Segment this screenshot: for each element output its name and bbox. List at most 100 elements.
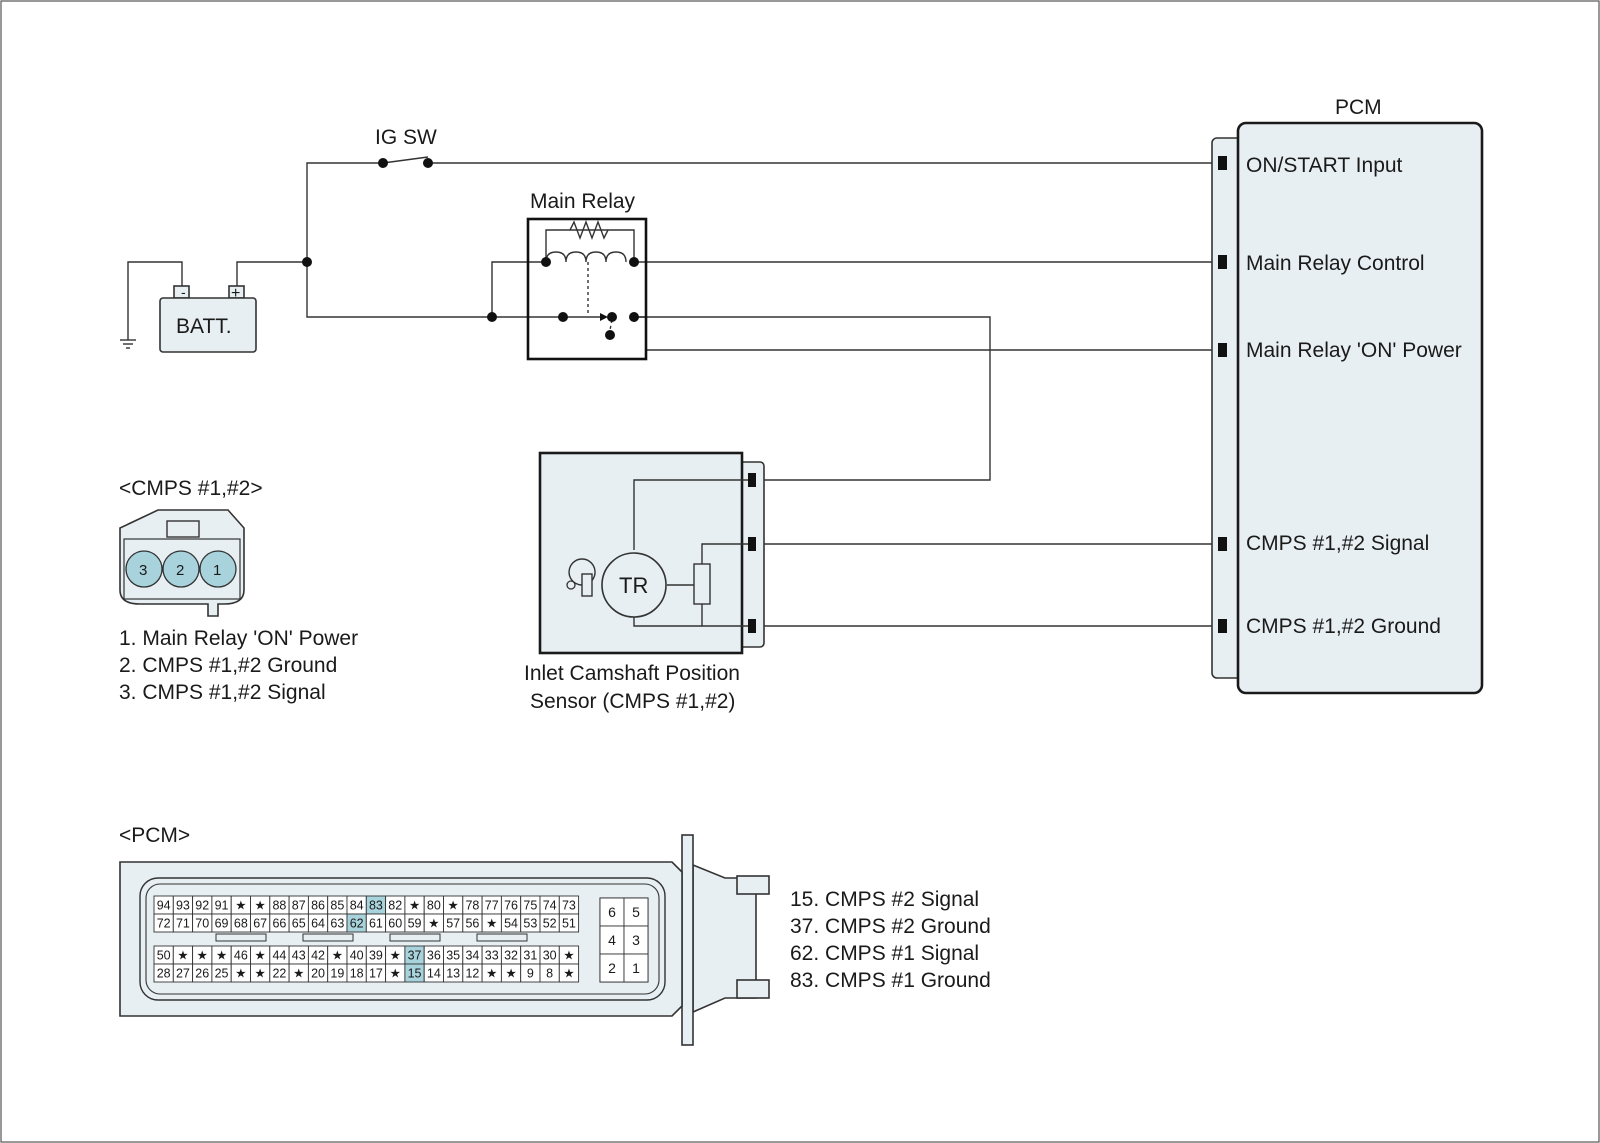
- ig-switch-label: IG SW: [375, 126, 437, 149]
- pcm-terminal: [1218, 156, 1227, 170]
- pcm-pin-number: 22: [272, 967, 286, 981]
- pcm-connector-key: [476, 933, 528, 942]
- pcm-pin-number: 27: [176, 967, 190, 981]
- pcm-pin-number: 53: [523, 917, 537, 931]
- cmps-pin-label: 2: [176, 562, 184, 579]
- pcm-pin-number: ★: [255, 967, 266, 981]
- relay-coil-loop: [545, 229, 635, 262]
- pcm-small-pin-cell: [599, 953, 625, 983]
- pcm-pin-number: 91: [215, 899, 229, 913]
- pcm-pin-number: 19: [330, 967, 344, 981]
- sensor-transistor-label: TR: [619, 573, 648, 598]
- pcm-legend-item: 83. CMPS #1 Ground: [790, 969, 991, 992]
- pcm-pin-number: 64: [311, 917, 325, 931]
- relay-box: [526, 217, 648, 361]
- pcm-pin-number: 85: [330, 899, 344, 913]
- pcm-pin-number: 71: [176, 917, 190, 931]
- pcm-pin-number: ★: [486, 967, 497, 981]
- pcm-small-pin-number: 4: [608, 932, 616, 948]
- pcm-connector-flange: [681, 834, 694, 1046]
- pcm-pin-number: 67: [253, 917, 267, 931]
- pcm-pin-number: ★: [563, 949, 574, 963]
- pcm-connector-key: [215, 933, 267, 942]
- pcm-connector-key: [302, 933, 354, 942]
- pcm-pin-number: 43: [292, 949, 306, 963]
- pcm-pin-number: 32: [504, 949, 518, 963]
- pcm-pin-number: 26: [195, 967, 209, 981]
- cmps-pin: [199, 550, 237, 588]
- sensor-resistor: [693, 563, 711, 605]
- sensor-terminal: [748, 619, 756, 633]
- relay-label: Main Relay: [530, 190, 636, 213]
- pcm-pin-number: ★: [235, 967, 246, 981]
- cmps-legend-item: 2. CMPS #1,#2 Ground: [119, 654, 337, 677]
- sensor-caption-2: Sensor (CMPS #1,#2): [530, 690, 735, 713]
- pcm-small-pin-cell: [623, 897, 649, 927]
- pcm-pin-number: 15: [408, 967, 422, 981]
- pcm-pin-number: 20: [311, 967, 325, 981]
- pcm-small-pin-number: 2: [608, 960, 616, 976]
- pcm-pin-label: ON/START Input: [1246, 154, 1403, 177]
- sensor-caption-1: Inlet Camshaft Position: [524, 662, 740, 685]
- pcm-legend-item: 15. CMPS #2 Signal: [790, 888, 979, 911]
- pcm-pin-number: 93: [176, 899, 190, 913]
- pcm-pin-number: ★: [235, 899, 246, 913]
- pcm-body: [1236, 121, 1484, 695]
- pcm-terminal: [1218, 537, 1227, 551]
- pcm-pin-number: 9: [527, 967, 534, 981]
- battery-plus-sign: +: [231, 285, 240, 302]
- pcm-pin-number: 69: [215, 917, 229, 931]
- pcm-pin-number: ★: [216, 949, 227, 963]
- pcm-pin-number: ★: [255, 899, 266, 913]
- sensor-internal-wire: [701, 543, 748, 564]
- pcm-pin-number: 75: [523, 899, 537, 913]
- pcm-legend-item: 37. CMPS #2 Ground: [790, 915, 991, 938]
- pcm-connector-face-inner: [145, 883, 660, 995]
- pcm-pin-number: 88: [272, 899, 286, 913]
- pcm-connector-tab: [736, 979, 770, 999]
- cmps-pin: [162, 550, 200, 588]
- pcm-pin-number: 60: [388, 917, 402, 931]
- pcm-pin-number: ★: [177, 949, 188, 963]
- pcm-pin-number: 25: [215, 967, 229, 981]
- pcm-connector-title: <PCM>: [119, 824, 190, 847]
- junctions: [302, 158, 639, 340]
- pcm-pin-number: ★: [505, 967, 516, 981]
- junction-dot: [629, 257, 639, 267]
- pcm-pin-number: 18: [350, 967, 364, 981]
- main-relay: Main Relay: [526, 190, 648, 361]
- pcm-pin-number: 30: [543, 949, 557, 963]
- sensor-internal-wire: [633, 479, 748, 550]
- pcm-pin-number: 57: [446, 917, 460, 931]
- junction-dot: [423, 158, 433, 168]
- pcm-pin-number: 87: [292, 899, 306, 913]
- pcm-small-pin-number: 1: [632, 960, 640, 976]
- pcm-small-pin-number: 5: [632, 904, 640, 920]
- pcm-pin-number: 68: [234, 917, 248, 931]
- pcm-pin-number: 31: [523, 949, 537, 963]
- battery: - + BATT.: [159, 284, 257, 353]
- pcm-pin-number: ★: [332, 949, 343, 963]
- sensor-terminal: [748, 537, 756, 551]
- pcm-legend-item: 62. CMPS #1 Signal: [790, 942, 979, 965]
- pcm-pin-number: 42: [311, 949, 325, 963]
- junction-dot: [605, 330, 615, 340]
- pcm-pin-number: 86: [311, 899, 325, 913]
- pcm-pin-number: 83: [369, 899, 383, 913]
- wire-relay-to-sensor: [634, 316, 991, 481]
- pcm-pin-number: ★: [255, 949, 266, 963]
- junction-dot: [302, 257, 312, 267]
- wire-node-to-relay: [306, 262, 563, 318]
- wire-relay-coil-feed: [491, 261, 546, 317]
- pcm-pin-number: 61: [369, 917, 383, 931]
- pcm-pin-cell: [558, 963, 580, 983]
- pcm-pin-number: 54: [504, 917, 518, 931]
- pcm-pin-number: 72: [157, 917, 171, 931]
- pcm-pin-number: 56: [465, 917, 479, 931]
- sensor-internal-wire: [633, 614, 702, 627]
- pcm-pin-number: 62: [350, 917, 364, 931]
